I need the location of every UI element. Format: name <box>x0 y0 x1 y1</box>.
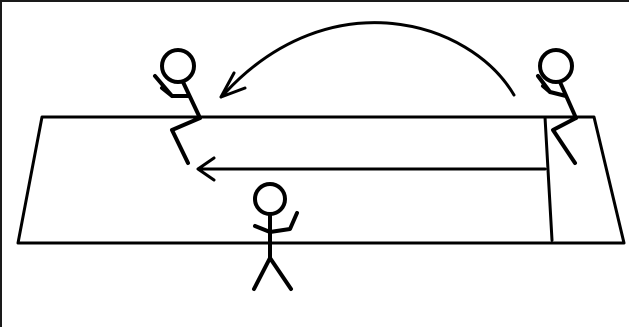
head-icon <box>538 48 574 84</box>
bench-surface <box>16 115 626 245</box>
head-icon <box>253 182 287 216</box>
figure-left-seated <box>153 48 202 165</box>
head-icon <box>160 48 196 84</box>
figure-center-standing <box>252 182 299 291</box>
straight-arrow <box>196 156 547 182</box>
arc-arrow <box>219 21 516 99</box>
figure-right-seated <box>536 48 578 242</box>
